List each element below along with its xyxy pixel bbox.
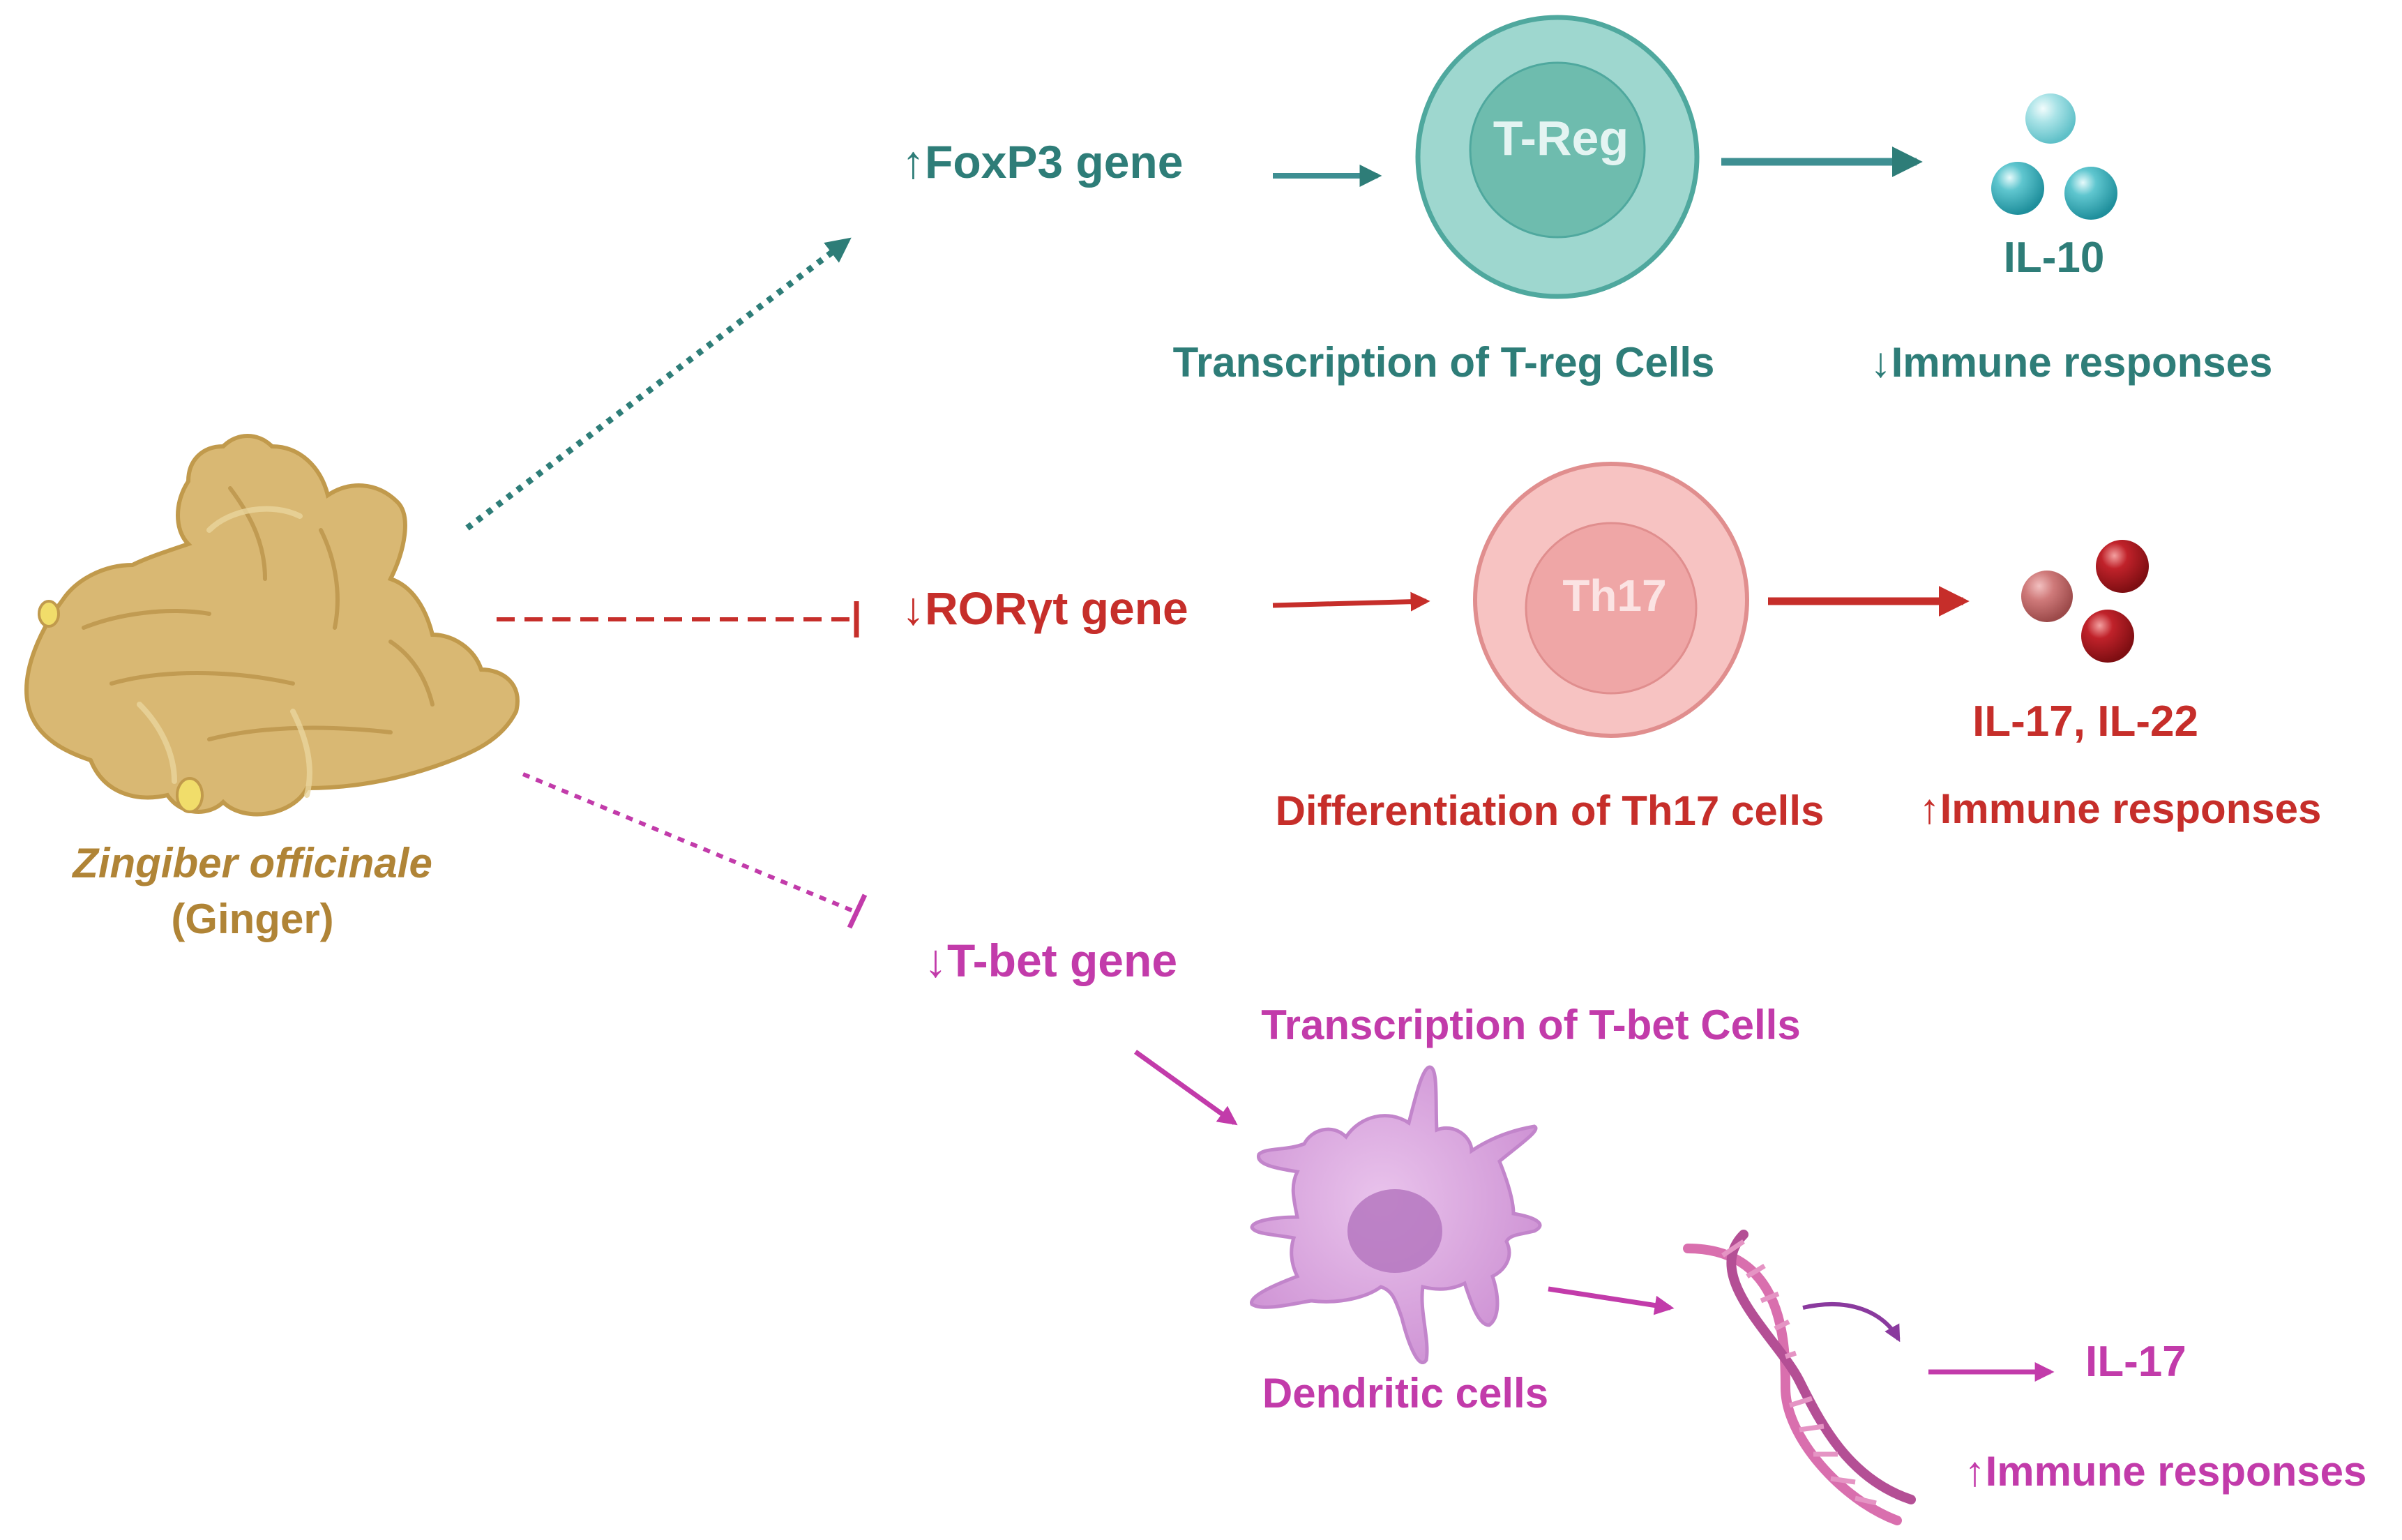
arrow-tbet-to-dendritic — [1133, 1050, 1238, 1126]
il17-tbet-label: IL-17 — [2085, 1338, 2186, 1386]
il17-il22-cytokine-icon — [2021, 540, 2149, 663]
connector-rorgt-inhibition — [497, 601, 859, 637]
treg-cell-icon — [1415, 15, 1700, 299]
arrow-rorgt-to-th17 — [1272, 591, 1430, 612]
dendritic-cells-label: Dendritic cells — [1262, 1370, 1548, 1417]
treg-cell-label: T-Reg — [1493, 111, 1629, 165]
il10-label: IL-10 — [2004, 234, 2105, 282]
il10-cytokine-icon — [1991, 93, 2117, 220]
ginger-name-italic: Zingiber officinale — [71, 840, 432, 886]
treg-caption: Transcription of T-reg Cells — [1173, 339, 1715, 386]
dna-helix-icon — [1683, 1230, 1916, 1525]
th17-caption: Differentiation of Th17 cells — [1276, 787, 1825, 834]
connector-tbet-inhibition — [522, 772, 868, 929]
th17-cell-icon — [1473, 462, 1749, 738]
foxp3-gene-label: ↑FoxP3 gene — [902, 136, 1183, 188]
ginger-name-common: (Ginger) — [171, 896, 333, 942]
rorgt-gene-label: ↓RORγt gene — [902, 582, 1188, 634]
tbet-caption: Transcription of T-bet Cells — [1261, 1002, 1800, 1048]
arrow-dna-curved — [1802, 1302, 1901, 1343]
ginger-root-icon — [24, 434, 520, 817]
tbet-gene-label: ↓T-bet gene — [924, 935, 1177, 986]
th17-effect: ↑Immune responses — [1919, 785, 2322, 832]
treg-effect: ↓Immune responses — [1871, 339, 2273, 386]
tbet-effect: ↑Immune responses — [1965, 1448, 2367, 1495]
th17-cell-label: Th17 — [1562, 571, 1666, 621]
il17-il22-label: IL-17, IL-22 — [1972, 697, 2198, 746]
dendritic-cell-icon — [1250, 1065, 1542, 1364]
arrow-dendritic-to-dna — [1548, 1286, 1675, 1315]
connector-foxp3-activation — [465, 237, 852, 531]
